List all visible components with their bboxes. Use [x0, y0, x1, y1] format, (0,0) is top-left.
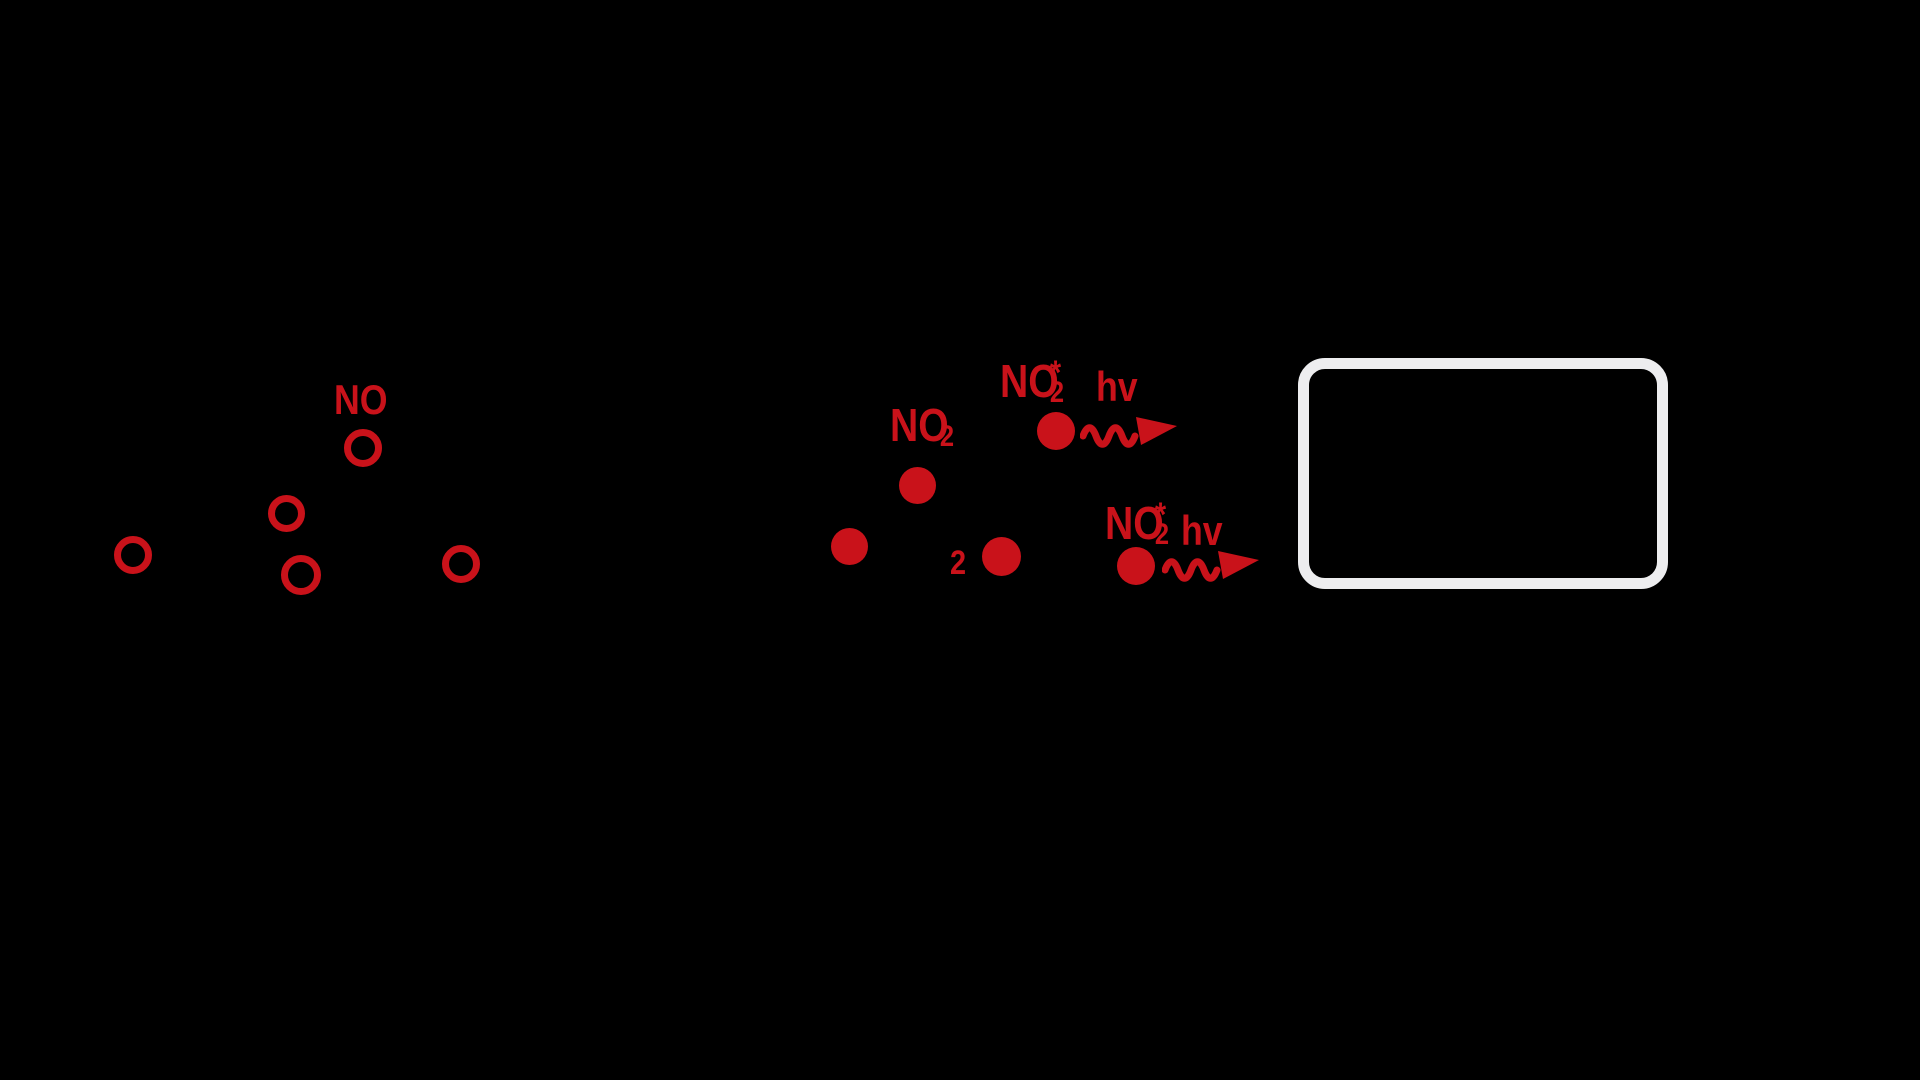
no-molecule-circle: [442, 545, 480, 583]
arrowhead: [1218, 551, 1259, 579]
detector-box: [1298, 358, 1668, 589]
no2-molecule-circle: [1117, 547, 1155, 585]
no2-excited-1-subscript: 2: [1049, 376, 1065, 409]
no2-excited-1-asterisk: *: [1049, 354, 1062, 392]
photon-wavy-arrow-1: [1080, 417, 1177, 448]
no2-label-base: NO: [890, 399, 949, 451]
no2-label-subscript: 2: [939, 420, 955, 453]
no2-molecule-circle: [830, 527, 868, 565]
no2-excited-2-base: NO: [1105, 497, 1164, 549]
no2-molecule-circle: [1037, 412, 1075, 450]
photon-wavy-arrow-2: [1162, 551, 1259, 582]
hnu-label-2: hv: [1181, 507, 1223, 554]
wavy-line: [1162, 558, 1221, 582]
no2-excited-2-subscript: 2: [1154, 518, 1170, 551]
arrowhead: [1136, 417, 1177, 445]
no-label: NO: [334, 376, 388, 423]
no2-molecule-circle: [981, 536, 1021, 576]
wavy-line: [1080, 424, 1139, 448]
no2-molecule-circle: [898, 466, 936, 504]
no2-label: NO 2: [890, 399, 954, 452]
no-molecule-circle: [267, 494, 305, 532]
free-subscript-2: 2: [950, 544, 967, 582]
no2-excited-2-asterisk: *: [1154, 496, 1167, 534]
no-molecule-circle: [344, 429, 382, 467]
no2-excited-1-base: NO: [1000, 355, 1059, 407]
no-molecule-circle: [281, 555, 321, 595]
no2-excited-label-2: NO * 2: [1105, 496, 1169, 550]
hnu-label-1: hv: [1096, 363, 1138, 410]
no-molecule-circle: [114, 536, 152, 574]
no2-excited-label-1: NO * 2: [1000, 354, 1064, 408]
